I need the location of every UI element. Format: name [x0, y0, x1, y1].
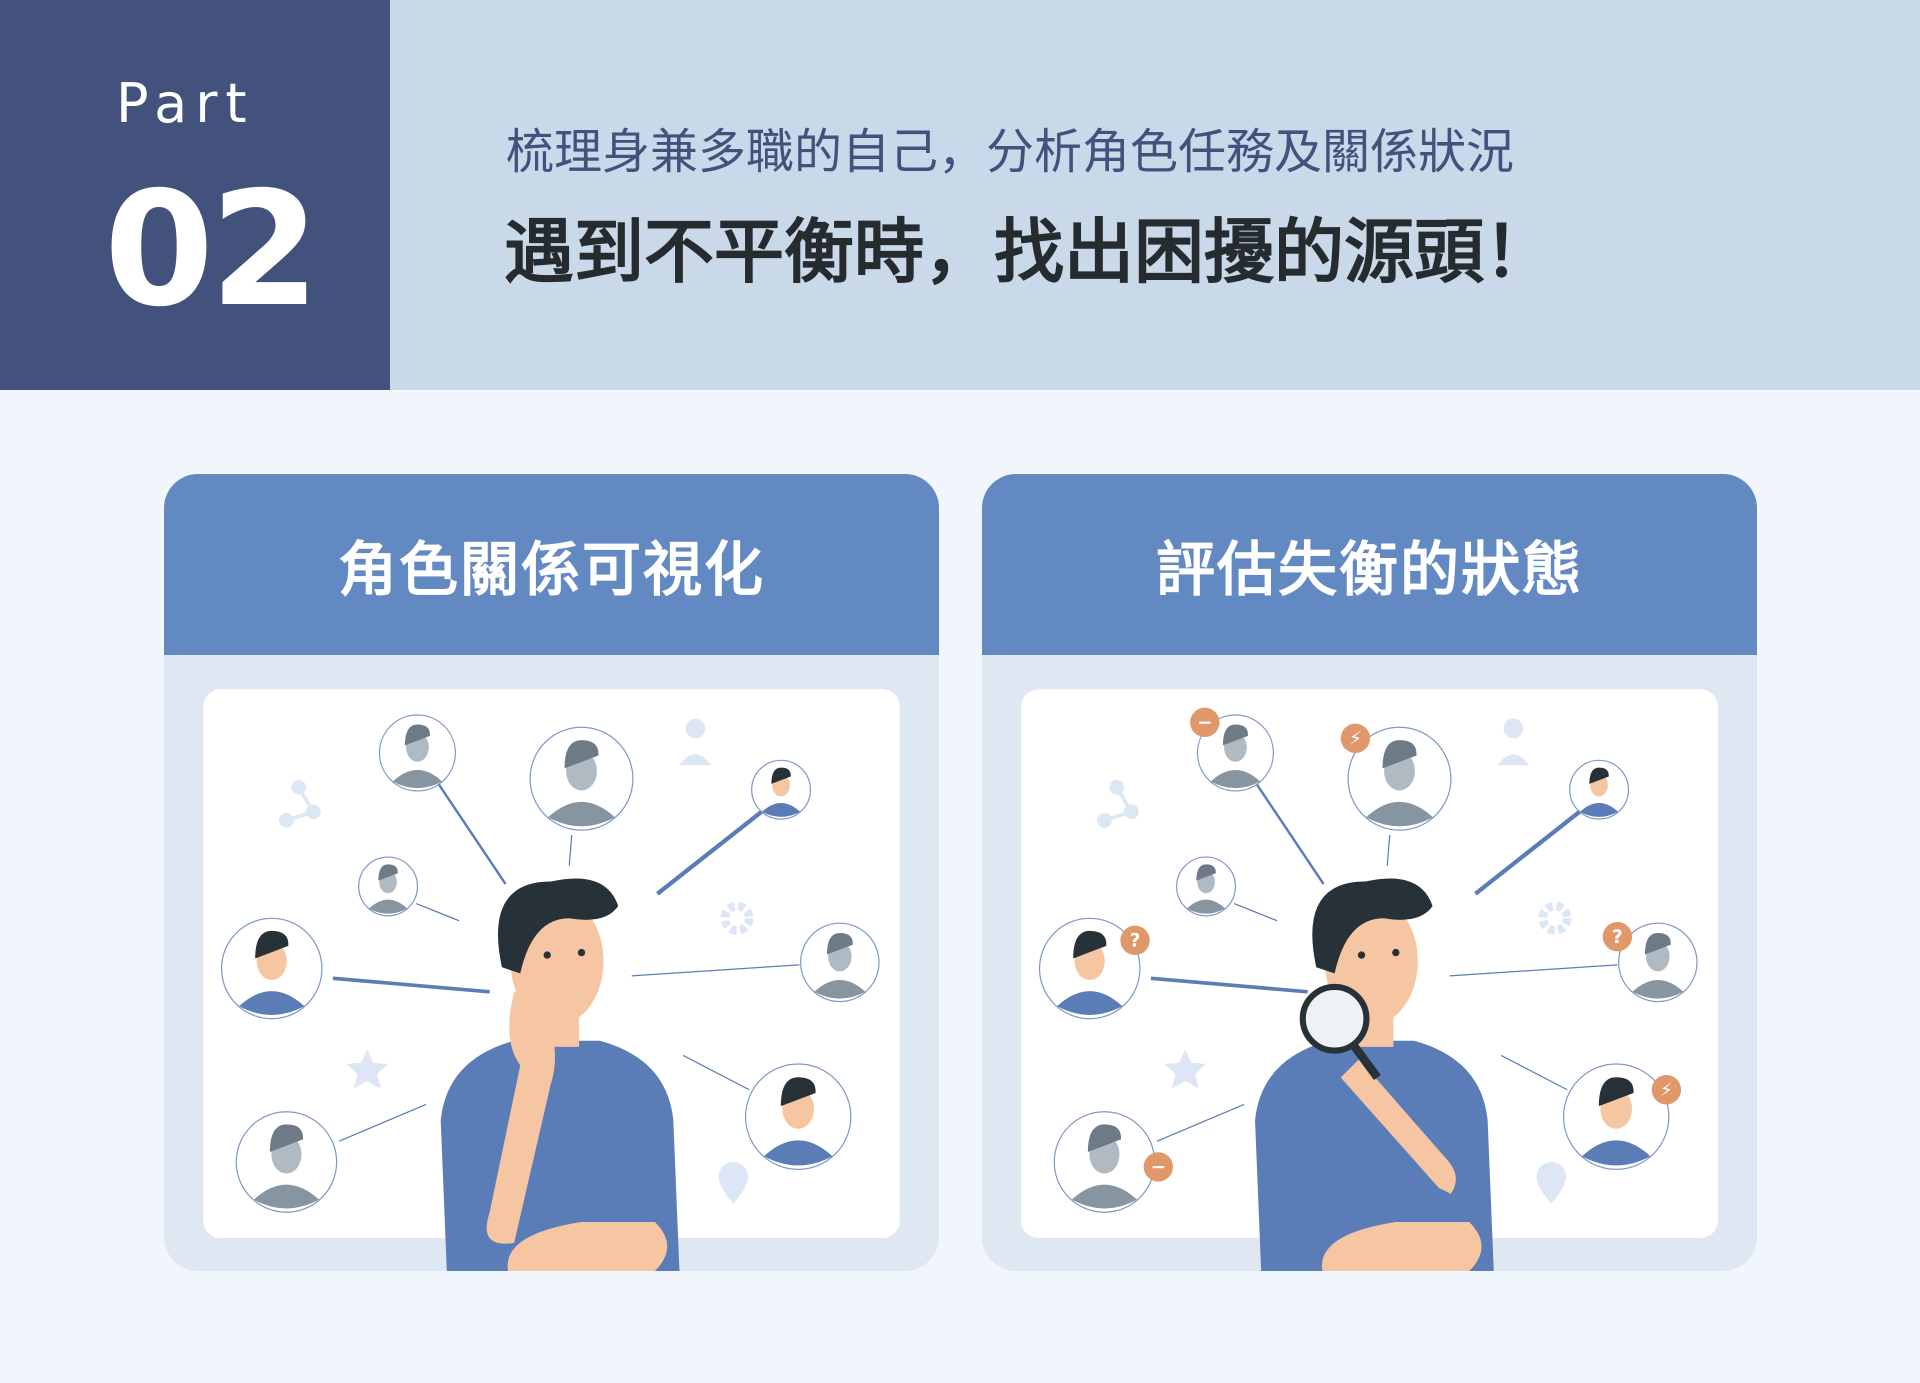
connection-line: [1500, 1054, 1568, 1091]
location-pin-icon: [718, 1162, 749, 1204]
highlighted-avatar: [1569, 759, 1630, 820]
person-icon: [1497, 718, 1530, 766]
svg-text:−: −: [1151, 1157, 1166, 1178]
svg-text:?: ?: [1130, 930, 1141, 951]
connection-line: [656, 810, 763, 896]
connection-line: [1150, 976, 1308, 994]
gray-avatar: [1347, 726, 1452, 831]
star-icon: [1164, 1049, 1207, 1089]
connection-line: [682, 1054, 750, 1091]
man-with-magnifier: [1255, 878, 1494, 1271]
card-title: 角色關係可視化: [164, 474, 939, 655]
gray-avatar: [1196, 714, 1275, 792]
question-icon: ?: [1602, 921, 1633, 952]
header-banner: Part 02 梳理身兼多職的自己，分析角色任務及關係狀況 遇到不平衡時，找出困…: [0, 0, 1920, 390]
gray-avatar: [800, 922, 880, 1003]
subtitle: 梳理身兼多職的自己，分析角色任務及關係狀況: [506, 124, 1515, 180]
share-icon-links: [285, 786, 317, 823]
svg-text:?: ?: [1612, 927, 1623, 948]
gray-avatar: [378, 714, 457, 792]
headline: 遇到不平衡時，找出困擾的源頭！: [504, 211, 1554, 293]
connection-line: [437, 782, 507, 885]
person-icon: [679, 718, 712, 766]
minus-icon: −: [1143, 1152, 1173, 1182]
gray-avatar: [1176, 856, 1237, 917]
connection-line: [1386, 834, 1391, 866]
svg-text:⚡: ⚡: [1349, 728, 1362, 749]
gray-avatar: [1618, 922, 1698, 1003]
location-pin-icon: [1536, 1162, 1567, 1204]
connection-line: [1255, 782, 1325, 885]
gray-avatar: [1053, 1111, 1156, 1213]
bolt-icon: ⚡: [1340, 723, 1371, 753]
card-title: 評估失衡的狀態: [982, 474, 1757, 655]
connection-line: [1474, 810, 1581, 896]
thinking-man: [440, 878, 680, 1271]
connection-line: [631, 964, 800, 977]
highlighted-avatar: [744, 1063, 852, 1170]
minus-icon: −: [1190, 707, 1220, 738]
thinking-man-illustration: [164, 655, 939, 1271]
highlighted-avatar: [751, 759, 812, 820]
highlighted-avatar: [1562, 1063, 1670, 1170]
question-icon: ?: [1120, 925, 1150, 956]
connection-line: [1233, 903, 1278, 922]
gray-avatar: [529, 726, 634, 831]
card-imbalance-assessment: 評估失衡的狀態 − ⚡?? ⚡ −: [982, 474, 1757, 1271]
part-block: Part 02: [0, 0, 390, 390]
connection-line: [415, 903, 460, 922]
part-label: Part: [116, 72, 255, 135]
connection-line: [1156, 1103, 1245, 1142]
bolt-icon: ⚡: [1651, 1075, 1682, 1105]
highlighted-avatar: [220, 917, 323, 1020]
connection-line: [1449, 964, 1618, 977]
share-icon-links: [1103, 786, 1135, 823]
connection-line: [338, 1103, 427, 1142]
connection-line: [568, 834, 573, 866]
connection-line: [332, 976, 490, 994]
magnifier-man-illustration: − ⚡?? ⚡ −: [982, 655, 1757, 1271]
svg-text:−: −: [1197, 712, 1212, 733]
svg-text:⚡: ⚡: [1660, 1080, 1673, 1101]
part-number: 02: [104, 158, 320, 342]
star-icon: [346, 1049, 389, 1089]
gray-avatar: [235, 1111, 338, 1213]
card-role-visualization: 角色關係可視化: [164, 474, 939, 1271]
highlighted-avatar: [1038, 917, 1141, 1020]
gray-avatar: [358, 856, 419, 917]
